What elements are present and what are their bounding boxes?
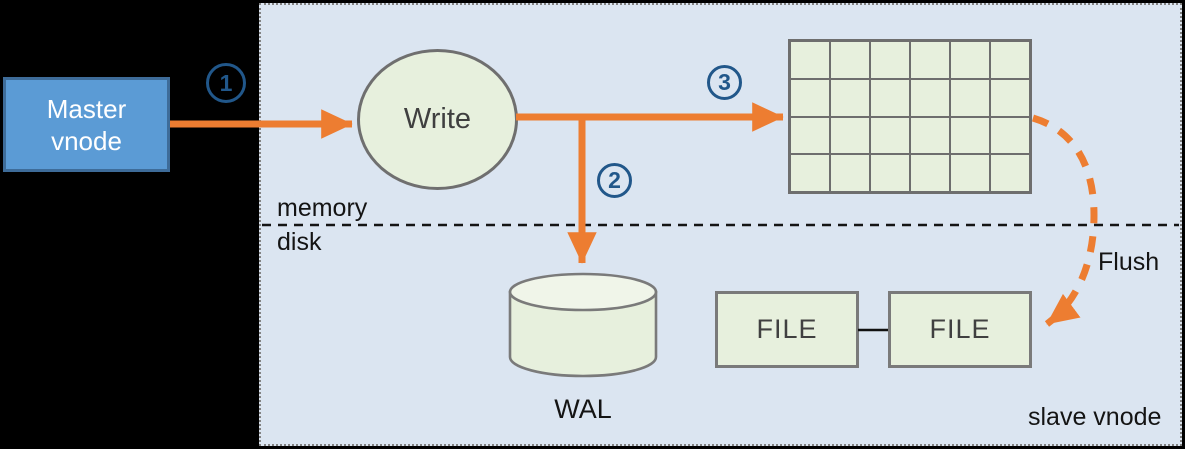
- mem-table-cell: [910, 78, 950, 117]
- wal-label: WAL: [554, 394, 612, 424]
- mem-table-cell: [830, 78, 870, 117]
- mem-table-cell: [950, 41, 990, 79]
- memory-label: memory: [277, 194, 368, 222]
- mem-table: [788, 39, 1032, 194]
- mem-table-cell: [830, 116, 870, 155]
- mem-table-cell: [870, 78, 910, 117]
- mem-table-cell: [950, 154, 990, 192]
- mem-table-cell: [950, 116, 990, 155]
- step-3-number: 3: [718, 69, 731, 95]
- mem-table-cell: [790, 116, 830, 155]
- mem-table-cell: [990, 78, 1030, 117]
- step-circle-1: 1: [206, 63, 246, 103]
- mem-table-cell: [910, 154, 950, 192]
- step-2-number: 2: [608, 167, 621, 193]
- mem-table-cell: [870, 41, 910, 79]
- mem-table-cell: [910, 116, 950, 155]
- mem-table-cell: [830, 154, 870, 192]
- file-box-1-label: FILE: [756, 314, 818, 344]
- mem-table-cell: [990, 116, 1030, 155]
- disk-label: disk: [277, 228, 322, 256]
- mem-table-cell: [790, 154, 830, 192]
- write-node-label: Write: [403, 103, 472, 135]
- mem-table-cell: [830, 41, 870, 79]
- mem-table-cell: [790, 78, 830, 117]
- mem-table-cell: [950, 78, 990, 117]
- write-node: Write: [357, 49, 518, 190]
- mem-table-cell: [990, 41, 1030, 79]
- file-box-2: FILE: [888, 291, 1032, 368]
- step-circle-2: 2: [597, 163, 632, 198]
- step-1-number: 1: [219, 69, 233, 96]
- mem-table-cell: [790, 41, 830, 79]
- mem-table-cell: [990, 154, 1030, 192]
- flush-label: Flush: [1098, 248, 1160, 276]
- mem-table-cell: [870, 154, 910, 192]
- mem-table-cell: [870, 116, 910, 155]
- master-vnode-label-line2: vnode: [51, 125, 122, 156]
- master-vnode-box: Master vnode: [3, 77, 170, 172]
- mem-table-cell: [910, 41, 950, 79]
- master-vnode-label-line1: Master: [46, 93, 127, 124]
- file-box-1: FILE: [715, 291, 859, 368]
- slave-vnode-label: slave vnode: [1028, 403, 1162, 431]
- file-box-2-label: FILE: [929, 314, 991, 344]
- step-circle-3: 3: [707, 65, 742, 100]
